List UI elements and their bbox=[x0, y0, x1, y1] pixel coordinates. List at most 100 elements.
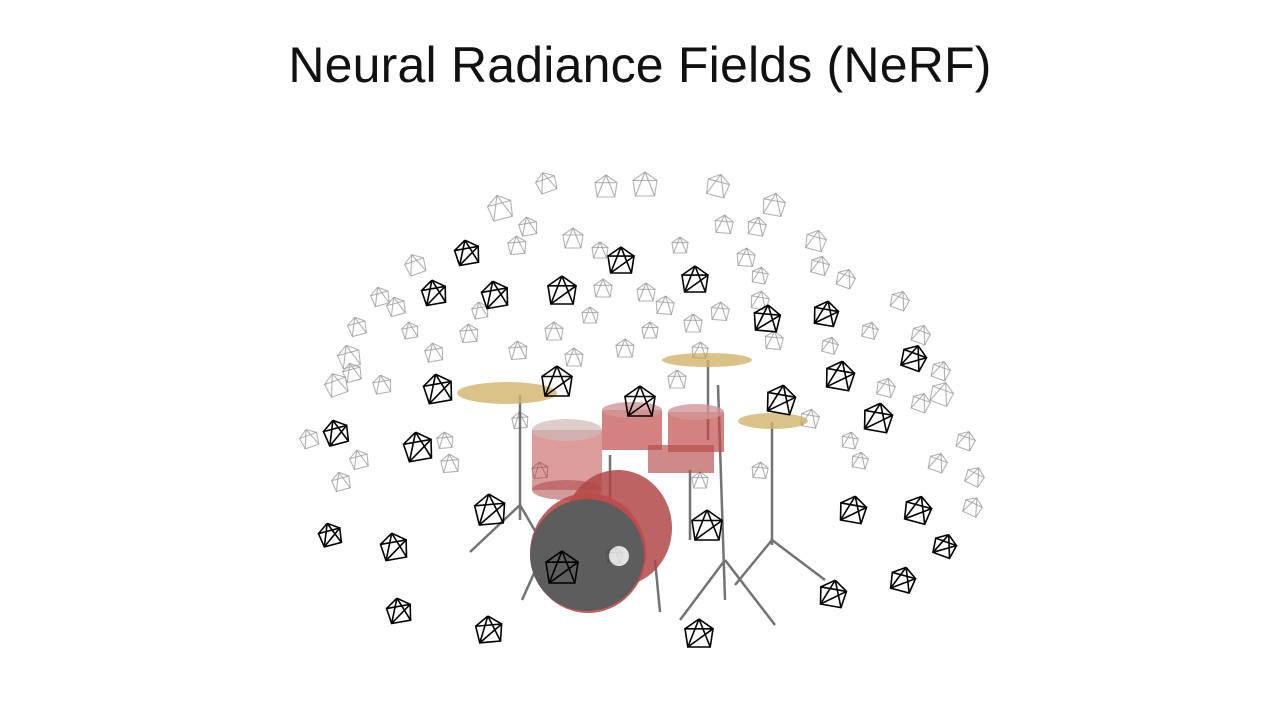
frustum-edge bbox=[782, 384, 797, 398]
camera-frustum-front bbox=[839, 495, 868, 525]
frustum-edge bbox=[889, 291, 904, 307]
frustum-edge bbox=[841, 431, 852, 448]
frustum-edge bbox=[826, 372, 855, 388]
frustum-edge bbox=[879, 403, 888, 433]
frustum-edge bbox=[810, 255, 823, 273]
frustum-edge bbox=[861, 451, 869, 460]
frustum-edge bbox=[377, 286, 389, 292]
frustum-edge bbox=[831, 337, 835, 355]
frustum-edge bbox=[515, 235, 526, 254]
frustum-edge bbox=[877, 377, 889, 383]
camera-frustum-back bbox=[470, 301, 489, 320]
frustum-edge bbox=[492, 280, 509, 306]
frustum-edge bbox=[737, 247, 748, 266]
frustum-edge bbox=[408, 321, 418, 327]
camera-frustum-front bbox=[899, 344, 928, 373]
frustum-edge bbox=[478, 301, 489, 318]
frustum-edge bbox=[760, 461, 769, 469]
frustum-edge bbox=[683, 265, 696, 293]
frustum-edge bbox=[879, 402, 894, 416]
frustum-edge bbox=[831, 336, 839, 346]
frustum-edge bbox=[342, 362, 351, 373]
frustum-edge bbox=[694, 265, 707, 293]
frustum-edge bbox=[379, 374, 392, 392]
camera-frustum-back bbox=[440, 453, 460, 474]
camera-frustum-back bbox=[930, 361, 952, 382]
frustum-edge bbox=[766, 384, 785, 412]
camera-frustum-back bbox=[581, 306, 599, 324]
frustum-edge bbox=[903, 344, 919, 351]
frustum-edge bbox=[887, 378, 892, 398]
ride-cymbal bbox=[662, 353, 752, 367]
frustum-edge bbox=[595, 278, 604, 298]
camera-frustum-front bbox=[385, 597, 412, 625]
camera-frustum-back bbox=[507, 235, 527, 256]
frustum-edge bbox=[691, 341, 701, 348]
frustum-edge bbox=[862, 321, 873, 327]
frustum-base bbox=[929, 385, 955, 408]
camera-frustum-front bbox=[684, 618, 714, 648]
frustum-edge bbox=[639, 385, 653, 417]
camera-frustum-back bbox=[346, 316, 367, 338]
frustum-edge bbox=[479, 615, 489, 644]
frustum-edge bbox=[393, 296, 405, 302]
camera-frustum-back bbox=[655, 295, 675, 316]
camera-frustum-front bbox=[547, 275, 577, 305]
frustum-edge bbox=[385, 533, 393, 561]
frustum-edge bbox=[547, 275, 563, 287]
frustum-edge bbox=[932, 534, 950, 553]
frustum-edge bbox=[782, 385, 791, 415]
camera-frustum-front bbox=[541, 365, 573, 397]
frustum-edge bbox=[835, 269, 850, 285]
frustum-edge bbox=[685, 313, 694, 333]
frustum-edge bbox=[840, 495, 856, 504]
camera-frustum-front bbox=[813, 300, 840, 328]
frustum-edge bbox=[818, 229, 827, 241]
frustum-edge bbox=[714, 214, 726, 222]
frustum-edge bbox=[448, 453, 459, 472]
camera-frustum-front bbox=[863, 402, 894, 434]
frustum-edge bbox=[324, 373, 333, 385]
frustum-edge bbox=[556, 365, 573, 378]
frustum-edge bbox=[876, 377, 889, 395]
frustum-edge bbox=[962, 497, 978, 512]
frustum-edge bbox=[345, 345, 361, 365]
frustum-base bbox=[821, 339, 840, 356]
frustum-edge bbox=[644, 171, 656, 197]
frustum-edge bbox=[396, 597, 412, 621]
frustum-edge bbox=[589, 306, 599, 314]
frustum-edge bbox=[561, 275, 577, 287]
frustum-edge bbox=[699, 471, 707, 489]
frustum-edge bbox=[507, 235, 517, 244]
frustum-edge bbox=[487, 615, 503, 625]
camera-frustum-front bbox=[691, 509, 723, 541]
frustum-edge bbox=[620, 246, 635, 257]
frustum-base bbox=[403, 257, 427, 277]
frustum-edge bbox=[542, 172, 558, 190]
frustum-edge bbox=[975, 497, 978, 518]
frustum-edge bbox=[755, 314, 781, 331]
frustum-edge bbox=[761, 290, 770, 300]
frustum-edge bbox=[639, 385, 656, 398]
frustum-edge bbox=[521, 217, 527, 237]
camera-frustum-back bbox=[889, 291, 911, 312]
frustum-edge bbox=[550, 275, 563, 305]
frustum-edge bbox=[332, 373, 346, 378]
frustum-edge bbox=[715, 214, 726, 233]
frustum-edge bbox=[948, 534, 958, 547]
frustum-edge bbox=[542, 172, 555, 177]
frustum-edge bbox=[643, 321, 651, 339]
frustum-edge bbox=[923, 393, 931, 403]
frustum-base bbox=[805, 233, 828, 253]
camera-frustum-back bbox=[632, 171, 658, 197]
frustum-edge bbox=[370, 286, 379, 297]
frustum-edge bbox=[548, 561, 579, 584]
frustum-edge bbox=[968, 431, 976, 441]
frustum-edge bbox=[711, 301, 722, 320]
frustum-edge bbox=[945, 382, 948, 407]
frustum-edge bbox=[545, 550, 563, 563]
frustum-edge bbox=[806, 229, 819, 236]
frustum-edge bbox=[636, 282, 647, 290]
cymbals bbox=[457, 353, 808, 429]
frustum-edge bbox=[641, 321, 651, 329]
